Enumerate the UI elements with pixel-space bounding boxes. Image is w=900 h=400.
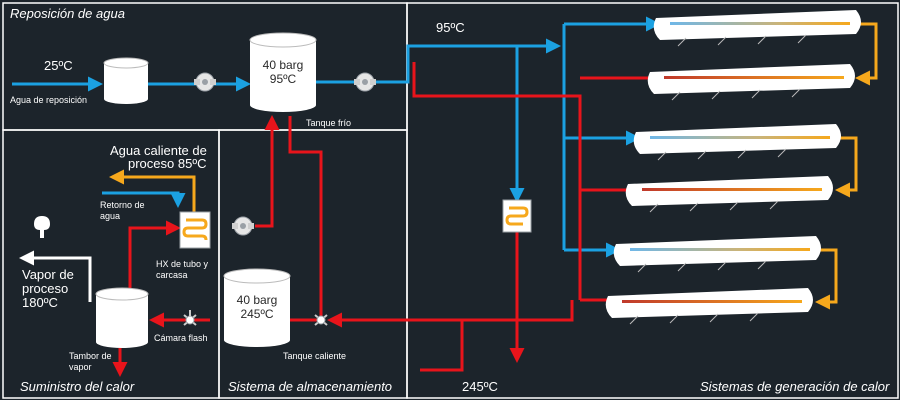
collector-group xyxy=(605,10,861,325)
hot-header-line xyxy=(412,62,582,300)
pump-icon xyxy=(354,72,376,92)
generation-panel-border xyxy=(406,2,899,399)
supply-panel-title: Suministro del calor xyxy=(20,379,135,394)
drum-label-2: vapor xyxy=(69,362,92,372)
solar-collector xyxy=(647,64,855,101)
solar-collector xyxy=(633,124,841,161)
cold-to-field-line xyxy=(316,38,561,84)
cold-tank-label: Tanque frío xyxy=(306,118,352,128)
hx-label-1: HX de tubo y xyxy=(156,259,209,269)
storage-panel-title: Sistema de almacenamiento xyxy=(228,379,393,394)
valve-icon xyxy=(314,314,328,326)
makeup-tank xyxy=(103,57,149,104)
storage-lines xyxy=(19,115,574,377)
field-lines xyxy=(412,16,878,363)
hot-tank-pressure: 40 barg xyxy=(236,293,278,307)
steam-out-line xyxy=(19,250,92,302)
process-water-out-line xyxy=(109,169,196,212)
loop-line-3 xyxy=(815,248,838,310)
steam-label-2: proceso xyxy=(22,281,69,296)
valve-icon xyxy=(183,310,197,326)
steam-label-3: 180ºC xyxy=(22,295,58,310)
hot-tank-label: Tanque caliente xyxy=(283,351,347,361)
hx-label-2: carcasa xyxy=(156,270,188,280)
field-return-hot-line xyxy=(420,300,574,372)
drum-label-1: Tambor de xyxy=(69,351,112,361)
field-cold-temp: 95ºC xyxy=(436,20,465,35)
cold-tank-pressure: 40 barg xyxy=(262,58,304,72)
solar-collector xyxy=(605,288,813,325)
solar-collector xyxy=(625,176,833,213)
makeup-inlet-label: Agua de reposición xyxy=(10,95,88,105)
steam-icon xyxy=(34,216,50,238)
solar-collector xyxy=(613,236,821,273)
loop-line-2 xyxy=(835,136,858,198)
process-water-label-1: Agua caliente de xyxy=(110,143,207,158)
hot-tank xyxy=(223,268,291,347)
hot-to-flash-line xyxy=(237,116,323,328)
return-water-label-1: Retorno de xyxy=(100,200,145,210)
loop-line-1 xyxy=(855,22,878,86)
steam-label-1: Vapor de xyxy=(22,267,74,282)
field-hot-temp: 245ºC xyxy=(462,379,498,394)
hot-tank-temp: 245ºC xyxy=(240,307,274,321)
flash-chamber-label: Cámara flash xyxy=(154,333,208,343)
hx-to-cold-tank-line xyxy=(255,115,280,228)
return-water-line xyxy=(102,191,186,208)
return-water-label-2: agua xyxy=(100,211,121,221)
process-water-label-2: proceso 85ºC xyxy=(128,156,207,171)
heater-icon xyxy=(502,199,532,233)
pump-icon xyxy=(194,72,216,92)
solar-collector xyxy=(653,10,861,47)
cold-tank-temp: 95ºC xyxy=(269,72,297,86)
generation-panel-title: Sistemas de generación de calor xyxy=(700,379,890,394)
makeup-inlet-temp: 25ºC xyxy=(44,58,73,73)
heater-icon xyxy=(179,211,211,249)
steam-drum xyxy=(95,287,149,348)
cold-tank xyxy=(249,32,317,112)
pump-icon xyxy=(232,216,254,236)
makeup-panel-title: Reposición de agua xyxy=(10,6,125,21)
